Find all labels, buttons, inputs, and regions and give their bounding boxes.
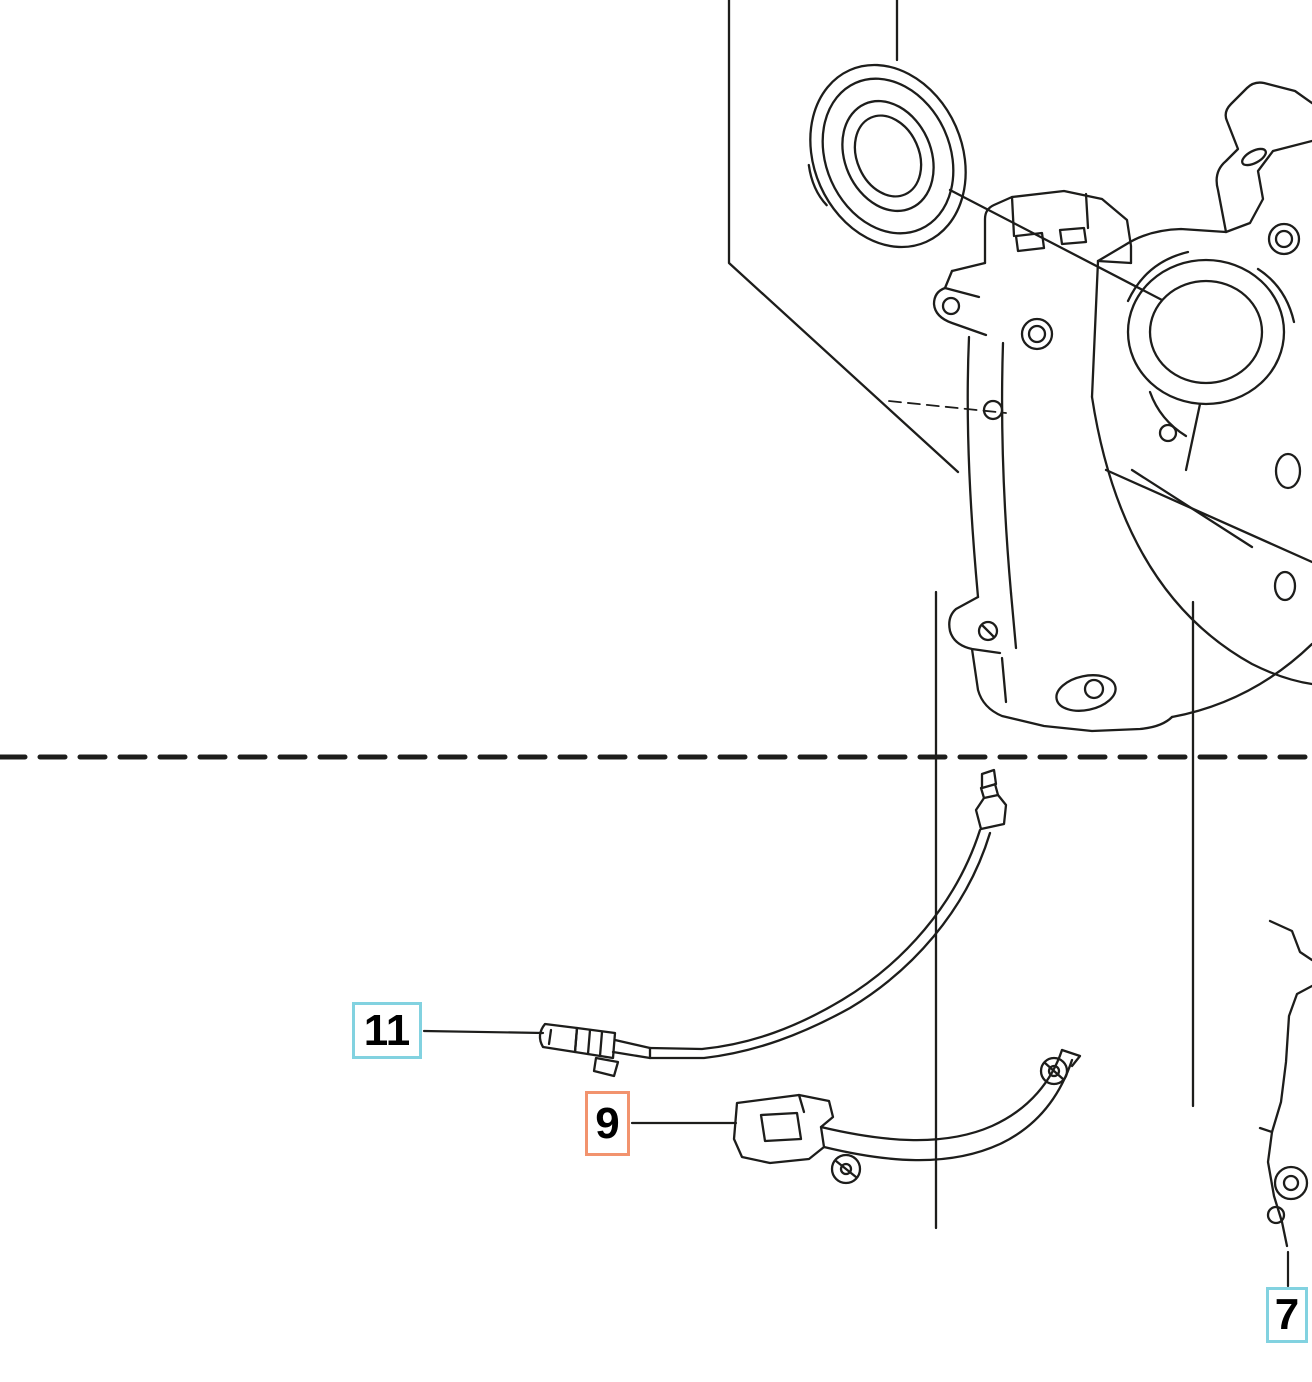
part-number-text: 11	[363, 1005, 411, 1055]
ball-bearing-drawing	[807, 63, 967, 249]
part-callout-11[interactable]: 11	[352, 1002, 422, 1059]
brake-band-drawing	[732, 1048, 1082, 1185]
part-number-text: 7	[1274, 1290, 1300, 1339]
leader-line-11	[422, 1029, 545, 1035]
partial-bracket-drawing	[1258, 919, 1312, 1248]
callout-frame-lines	[727, 0, 1164, 474]
leader-lines	[422, 1029, 1290, 1288]
projection-lines	[934, 590, 1195, 1230]
part-callout-9[interactable]: 9	[585, 1091, 630, 1156]
part-callout-7[interactable]: 7	[1266, 1287, 1308, 1343]
ground-wire-drawing	[538, 768, 1008, 1078]
crankcase-drawing	[888, 81, 1312, 733]
part-number-text: 9	[595, 1098, 620, 1148]
